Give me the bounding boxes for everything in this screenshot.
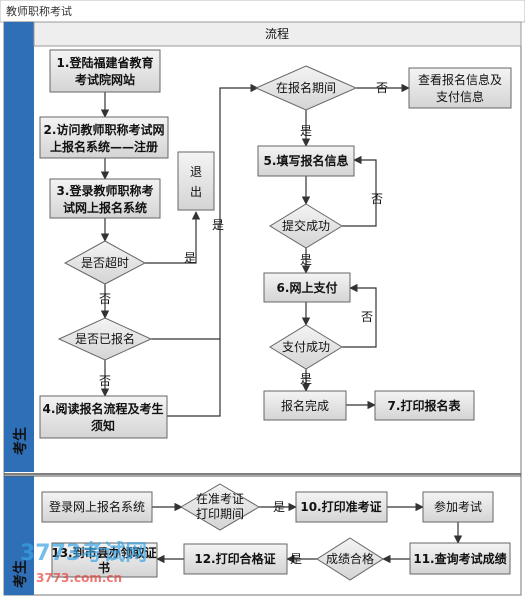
node-login-online-system: 登录网上报名系统 (41, 491, 153, 523)
edge-label-submit-no: 否 (371, 192, 383, 206)
decision-registered: 是否已报名 (57, 317, 153, 361)
edge-label-paid-no: 否 (361, 310, 373, 324)
svg-text:7.打印报名表: 7.打印报名表 (388, 398, 462, 413)
node-print-certificate: 12.打印合格证 (183, 543, 288, 575)
lane-label-top: 考生 (12, 427, 29, 455)
node-exit: 退出 (177, 151, 215, 211)
node-read-guide: 4.阅读报名流程及考生须知 (39, 395, 168, 439)
node-login-system: 3.登录教师职称考试网上报名系统 (49, 178, 161, 219)
decision-timeout: 是否超时 (63, 240, 147, 285)
window-title: 教师职称考试 (6, 4, 72, 18)
lane-label-bottom: 考生 (12, 560, 29, 588)
lane-bar-bottom (4, 476, 34, 595)
svg-text:退出: 退出 (190, 165, 202, 199)
svg-text:1.登陆福建省教育考试院网站: 1.登陆福建省教育考试院网站 (57, 55, 154, 87)
header-row (33, 21, 522, 47)
edge-label-pass-yes: 是 (290, 552, 302, 566)
svg-text:报名完成: 报名完成 (281, 398, 329, 413)
edge-label-timeout-yes: 是 (184, 251, 196, 265)
node-registration-done: 报名完成 (263, 390, 347, 421)
node-fill-info: 5.填写报名信息 (257, 145, 355, 177)
svg-text:成绩合格: 成绩合格 (326, 551, 374, 566)
node-attend-exam: 参加考试 (422, 491, 494, 523)
watermark-logo: 3773考试网 3773.com.cn (20, 541, 147, 585)
node-online-payment: 6.网上支付 (263, 272, 351, 303)
svg-text:2.访问教师职称考试网上报名系统——注册: 2.访问教师职称考试网上报名系统——注册 (44, 122, 165, 154)
svg-text:在准考证打印期间: 在准考证打印期间 (196, 492, 244, 521)
edge-label-period-yes: 是 (300, 124, 312, 138)
node-query-score: 11.查询考试成绩 (409, 542, 511, 575)
title-bar (0, 0, 525, 23)
svg-text:10.打印准考证: 10.打印准考证 (300, 499, 381, 514)
node-collect-certificate: 13.到市县办领取证书 (51, 542, 158, 578)
svg-text:13.到市县办领取证书: 13.到市县办领取证书 (51, 545, 156, 575)
decision-registration-period: 在报名期间 (254, 65, 358, 111)
svg-text:4.阅读报名流程及考生须知: 4.阅读报名流程及考生须知 (43, 401, 164, 433)
edge-label-paid-yes: 是 (300, 372, 312, 386)
node-register: 2.访问教师职称考试网上报名系统——注册 (39, 116, 169, 159)
edge-label-registered-yes: 是 (212, 218, 224, 232)
decision-payment-success: 支付成功 (269, 324, 343, 370)
node-view-info: 查看报名信息及支付信息 (408, 67, 512, 109)
edge-label-timeout-no: 否 (99, 292, 111, 306)
edge-label-admit-yes: 是 (273, 500, 285, 514)
svg-text:提交成功: 提交成功 (282, 218, 330, 233)
node-login-website: 1.登陆福建省教育考试院网站 (49, 49, 161, 93)
svg-text:3773考试网: 3773考试网 (20, 541, 147, 566)
header-label: 流程 (265, 26, 289, 41)
svg-text:查看报名信息及支付信息: 查看报名信息及支付信息 (418, 72, 502, 104)
svg-text:是否已报名: 是否已报名 (75, 331, 135, 346)
lane-bar-top (4, 22, 34, 472)
edge-label-submit-yes: 是 (300, 253, 312, 267)
edge-label-registered-no: 否 (99, 374, 111, 388)
edge-label-period-no: 否 (376, 81, 388, 95)
svg-text:3773.com.cn: 3773.com.cn (36, 571, 122, 585)
node-print-form: 7.打印报名表 (374, 390, 475, 421)
decision-admit-period: 在准考证打印期间 (180, 483, 260, 531)
edges-top (100, 83, 410, 417)
svg-text:登录网上报名系统: 登录网上报名系统 (49, 499, 145, 514)
edges-bottom (152, 502, 463, 564)
svg-text:11.查询考试成绩: 11.查询考试成绩 (413, 551, 506, 566)
svg-text:6.网上支付: 6.网上支付 (277, 280, 338, 295)
svg-text:5.填写报名信息: 5.填写报名信息 (264, 153, 349, 168)
node-print-admission: 10.打印准考证 (295, 491, 388, 523)
svg-text:参加考试: 参加考试 (434, 499, 482, 514)
decision-score-pass: 成绩合格 (316, 537, 384, 581)
svg-text:在报名期间: 在报名期间 (276, 80, 336, 95)
svg-text:支付成功: 支付成功 (282, 340, 330, 354)
svg-text:3.登录教师职称考试网上报名系统: 3.登录教师职称考试网上报名系统 (57, 183, 154, 215)
svg-text:12.打印合格证: 12.打印合格证 (194, 551, 275, 566)
decision-submit-success: 提交成功 (269, 203, 343, 249)
svg-text:是否超时: 是否超时 (81, 255, 129, 270)
